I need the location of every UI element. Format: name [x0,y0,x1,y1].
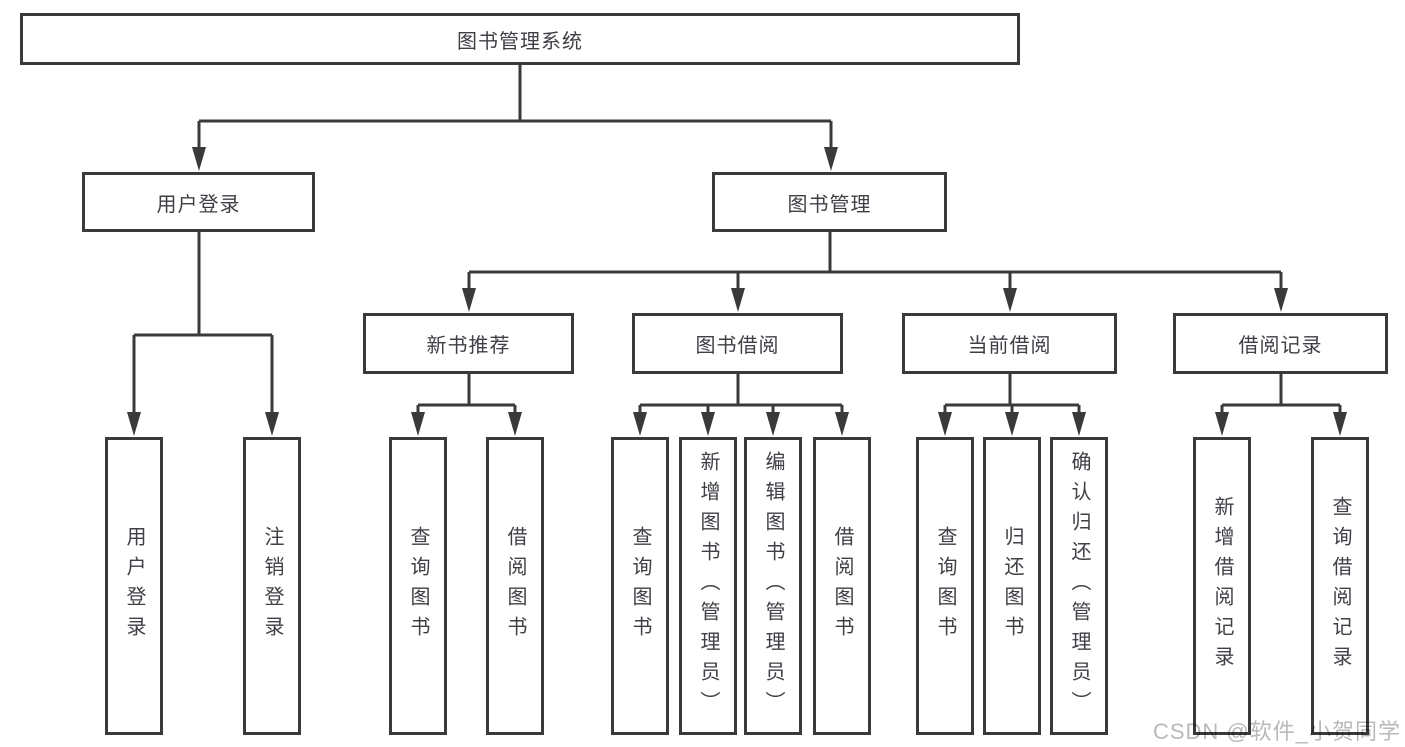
leaf-add-book-admin: 新增图书（管理员） [679,437,737,735]
leaf-query-book-current: 查询图书 [916,437,974,735]
edges-root-to-level2 [192,65,838,171]
leaf-borrow-book-borrowing: 借阅图书 [813,437,871,735]
leaf-logout-label: 注销登录 [261,526,283,646]
leaf-query-book-borrowing: 查询图书 [611,437,669,735]
edges-book-borrow-to-leaves [633,374,849,436]
leaf-query-book-current-label: 查询图书 [934,526,956,646]
leaf-query-book-borrowing-label: 查询图书 [629,526,651,646]
leaf-user-login: 用户登录 [105,437,163,735]
edges-current-borrow-to-leaves [938,374,1086,436]
edges-user-login-to-leaves [127,232,279,436]
node-new-book-recommend: 新书推荐 [363,313,574,374]
leaf-query-book-recommend: 查询图书 [389,437,447,735]
leaf-confirm-return-admin-label: 确认归还（管理员） [1068,451,1090,721]
node-current-borrowing: 当前借阅 [902,313,1117,374]
leaf-add-book-admin-label: 新增图书（管理员） [697,451,719,721]
leaf-logout: 注销登录 [243,437,301,735]
node-user-login-label: 用户登录 [156,193,241,216]
leaf-return-book-label: 归还图书 [1001,526,1023,646]
leaf-query-book-recommend-label: 查询图书 [407,526,429,646]
node-root-system-label: 图书管理系统 [457,30,583,53]
leaf-borrow-book-recommend-label: 借阅图书 [504,526,526,646]
node-user-login: 用户登录 [82,172,315,232]
node-book-borrowing-label: 图书借阅 [695,335,780,357]
leaf-edit-book-admin-label: 编辑图书（管理员） [762,451,784,721]
node-book-management: 图书管理 [712,172,947,232]
node-borrow-records: 借阅记录 [1173,313,1388,374]
node-current-borrowing-label: 当前借阅 [967,335,1052,357]
node-book-management-label: 图书管理 [787,193,872,216]
csdn-watermark: CSDN @软件_小贺同学 [1152,719,1401,744]
leaf-borrow-book-recommend: 借阅图书 [486,437,544,735]
node-book-borrowing: 图书借阅 [632,313,843,374]
leaf-query-borrow-record-label: 查询借阅记录 [1329,496,1351,676]
edges-borrow-record-to-leaves [1215,374,1347,436]
leaf-confirm-return-admin: 确认归还（管理员） [1050,437,1108,735]
node-borrow-records-label: 借阅记录 [1238,335,1323,357]
edges-book-mgmt-to-level3 [462,232,1288,312]
leaf-edit-book-admin: 编辑图书（管理员） [744,437,802,735]
leaf-borrow-book-borrowing-label: 借阅图书 [831,526,853,646]
leaf-add-borrow-record-label: 新增借阅记录 [1211,496,1233,676]
leaf-query-borrow-record: 查询借阅记录 [1311,437,1369,735]
node-root-system: 图书管理系统 [20,13,1020,65]
leaf-user-login-label: 用户登录 [123,526,145,646]
leaf-return-book: 归还图书 [983,437,1041,735]
node-new-book-recommend-label: 新书推荐 [426,335,511,357]
leaf-add-borrow-record: 新增借阅记录 [1193,437,1251,735]
edges-new-book-rec-to-leaves [411,374,522,436]
